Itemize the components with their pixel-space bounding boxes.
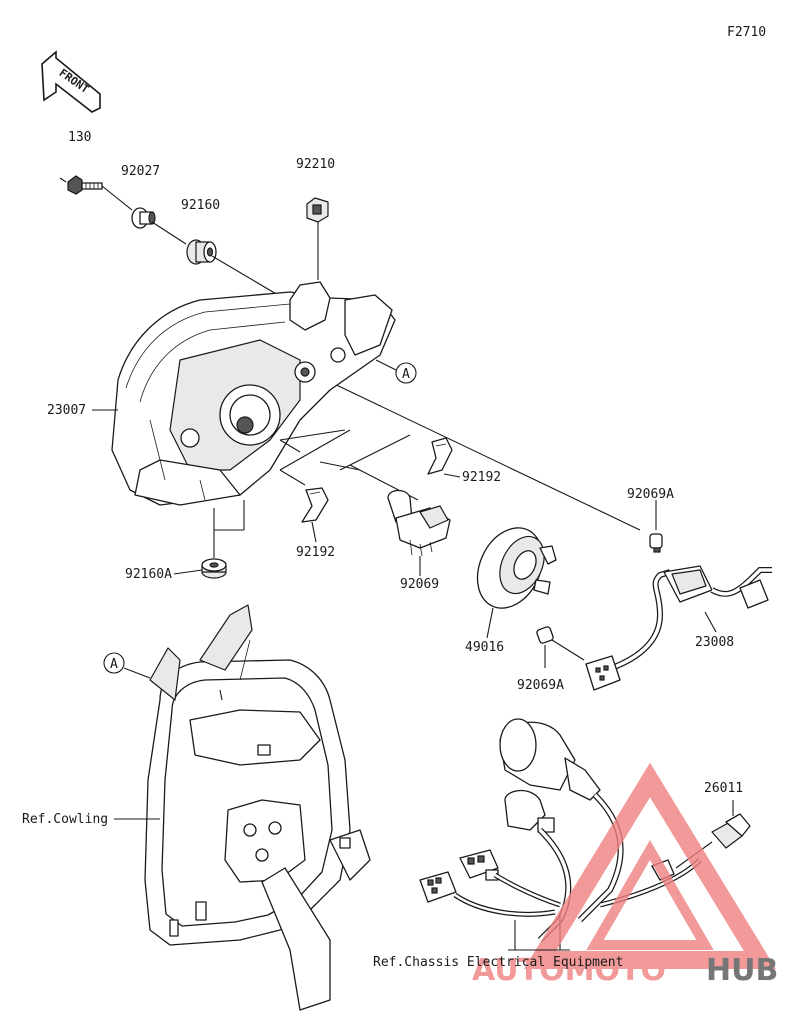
bulb-92069: [387, 489, 451, 557]
clip-92192-lower: [301, 487, 329, 523]
ref-a-lower: A: [103, 652, 125, 674]
grommet-92160: [186, 239, 217, 265]
grommet-92160A: [201, 558, 227, 579]
callout-23008: 23008: [695, 635, 734, 650]
ref-a-lower-label: A: [110, 657, 118, 672]
dust-cover-49016: [476, 527, 557, 609]
callout-92160A: 92160A: [125, 567, 172, 582]
watermark: AUTOMOTO HUB: [472, 762, 778, 988]
callout-92069A-lower: 92069A: [517, 678, 564, 693]
callout-92192-lower: 92192: [296, 545, 335, 560]
chassis-harness: [419, 718, 702, 943]
headlight-assembly-23007: [111, 281, 396, 506]
front-arrow-icon: FRONT: [41, 50, 101, 113]
callout-92027: 92027: [121, 164, 160, 179]
watermark-part2: HUB: [706, 953, 778, 988]
cowling-bracket: [144, 604, 371, 1011]
watermark-part1: AUTOMOTO: [472, 953, 666, 988]
ref-cowling-label: Ref.Cowling: [22, 812, 108, 827]
ref-a-upper-label: A: [402, 367, 410, 382]
ref-chassis-label: Ref.Chassis Electrical Equipment: [373, 955, 623, 970]
callout-23007: 23007: [47, 403, 86, 418]
ref-a-upper: A: [395, 362, 417, 384]
nut-92210: [306, 197, 329, 223]
connector-26011: [711, 813, 751, 849]
collar-92027: [131, 207, 156, 229]
clip-92192-upper: [427, 437, 453, 475]
callout-49016: 49016: [465, 640, 504, 655]
callout-130: 130: [68, 130, 91, 145]
figure-code: F2710: [727, 25, 766, 40]
callout-92069: 92069: [400, 577, 439, 592]
bulb-92069A-upper: [649, 533, 663, 553]
callout-92069A-upper: 92069A: [627, 487, 674, 502]
harness-23008: [585, 565, 772, 691]
callout-92192-upper: 92192: [462, 470, 501, 485]
callout-92210: 92210: [296, 157, 335, 172]
bulb-92069A-lower: [536, 626, 554, 644]
callout-92160: 92160: [181, 198, 220, 213]
bolt-130: [67, 175, 103, 195]
callout-26011: 26011: [704, 781, 743, 796]
